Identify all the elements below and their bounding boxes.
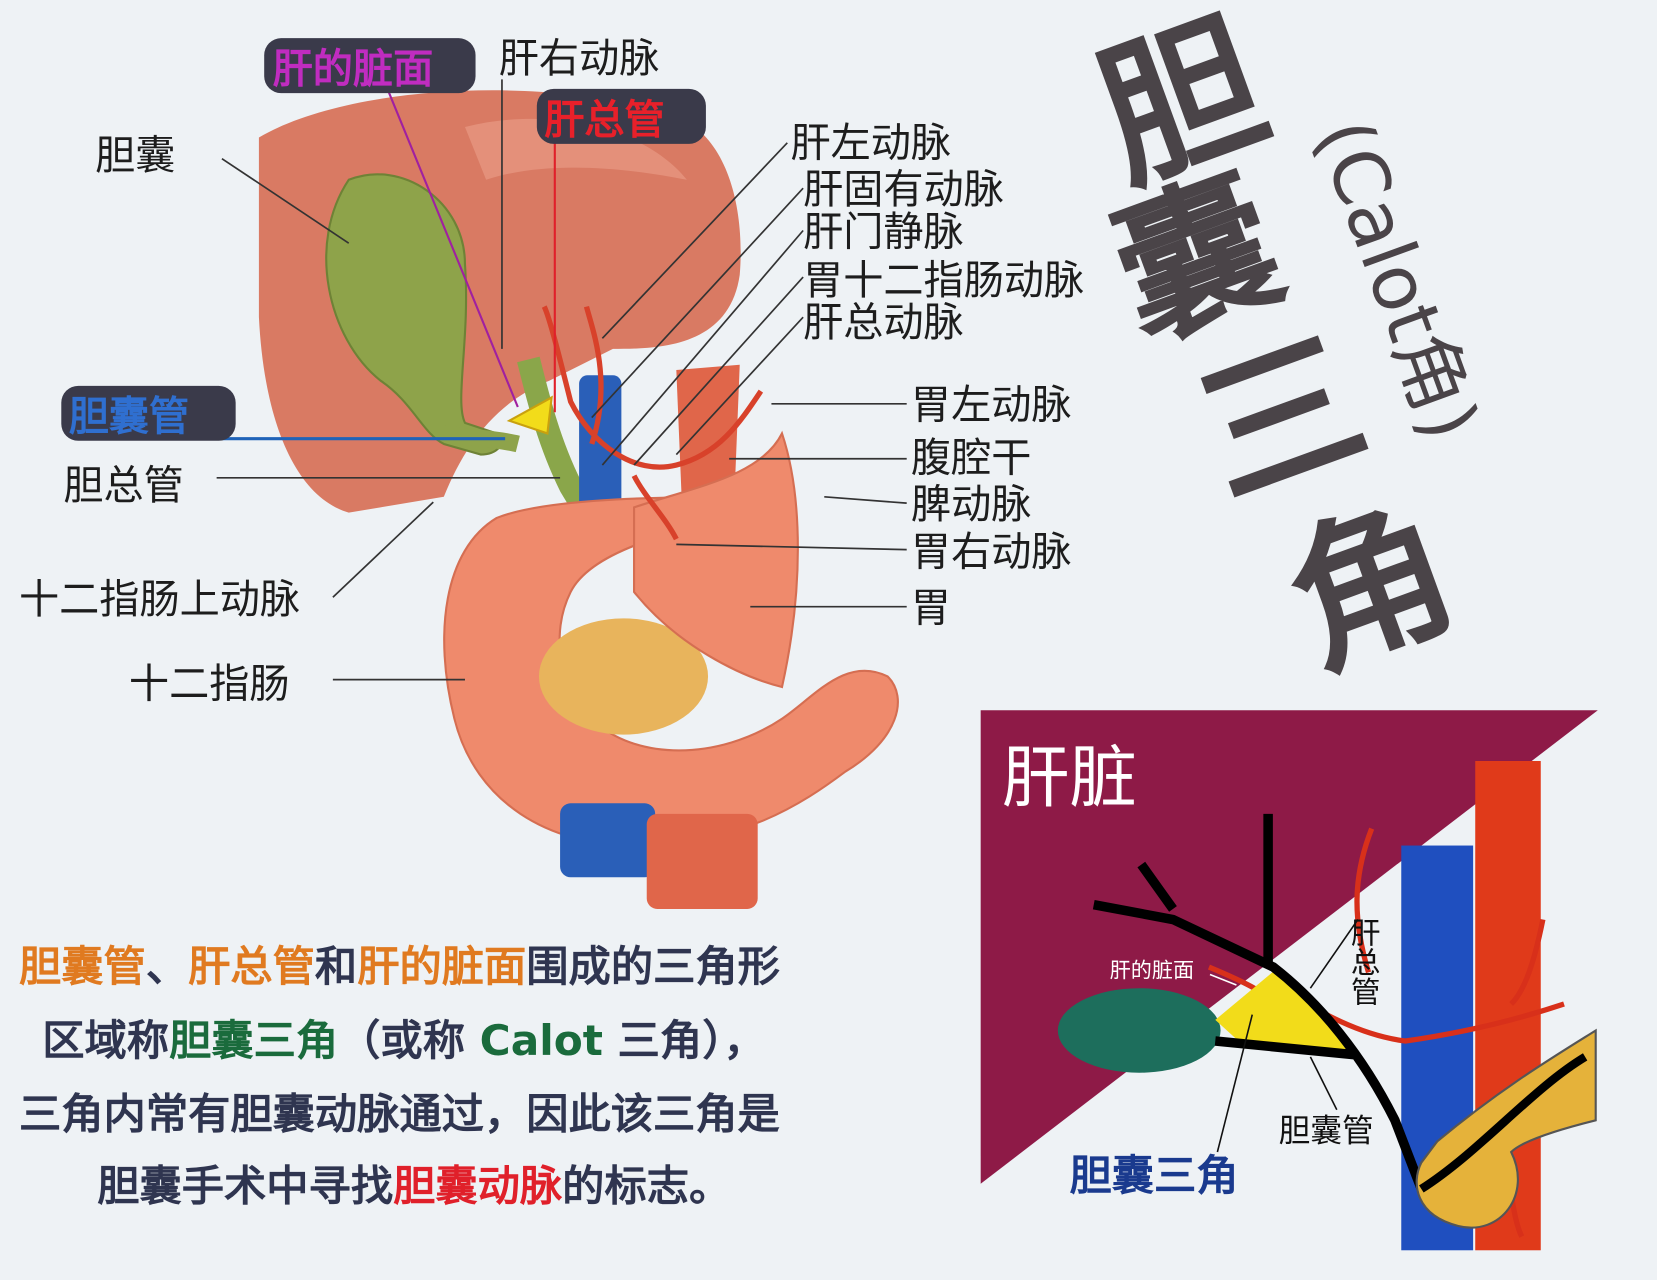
- label-visceral-surface-bg: [264, 38, 476, 94]
- description-paragraph: 胆囊管、肝总管和肝的脏面围成的三角形 区域称胆囊三角（或称 Calot 三角），…: [19, 942, 780, 1211]
- stomach: [632, 430, 799, 689]
- label-celiac-trunk: 腹腔干: [911, 435, 1031, 481]
- paragraph-line-3: 三角内常有胆囊动脉通过，因此该三角是: [19, 1090, 780, 1139]
- title: 胆 囊 三 角 (Calot角): [1076, 0, 1497, 702]
- label-stomach: 胃: [911, 586, 951, 632]
- inset-arrow-calot-triangle: [1216, 1014, 1254, 1153]
- inset-label-common-hepatic-duct: 肝总管: [1346, 917, 1380, 1006]
- label-duodenum: 十二指肠: [129, 662, 290, 708]
- hepatic-arteries: [541, 305, 764, 541]
- inset-bile-ducts: [1092, 813, 1426, 1191]
- label-common-hepatic-duct-bg: [536, 88, 706, 144]
- paragraph-line-1: 胆囊管、肝总管和肝的脏面围成的三角形: [19, 942, 780, 991]
- inset-arrow-visceral-surface: [1209, 973, 1237, 986]
- label-left-hepatic-artery: 肝左动脉: [790, 121, 951, 167]
- ivc: [560, 803, 656, 878]
- paragraph-line-4: 胆囊手术中寻找胆囊动脉的标志。: [97, 1162, 731, 1211]
- paragraph-line-2: 区域称胆囊三角（或称 Calot 三角），: [42, 1016, 765, 1065]
- label-right-hepatic-artery: 肝右动脉: [499, 36, 660, 82]
- label-proper-hepatic-artery: 肝固有动脉: [803, 167, 1004, 213]
- label-liver-visceral-surface: 肝的脏面: [273, 47, 434, 93]
- aorta-upper: [676, 364, 740, 497]
- inset-schematic: 肝脏 肝的脏面 肝总管 胆囊管 胆囊三角: [980, 710, 1598, 1251]
- label-cystic-duct: 胆囊管: [69, 394, 189, 440]
- label-supraduodenal-artery: 十二指肠上动脉: [19, 577, 300, 623]
- inset-label-cystic-duct: 胆囊管: [1279, 1113, 1374, 1149]
- leader-lines: [216, 79, 907, 681]
- inset-arrow-cystic-duct: [1309, 1056, 1338, 1111]
- label-gastroduodenal-artery: 胃十二指肠动脉: [803, 258, 1084, 304]
- label-common-hepatic-artery: 肝总动脉: [803, 300, 964, 346]
- label-splenic-artery: 脾动脉: [911, 482, 1031, 528]
- label-common-bile-duct: 胆总管: [63, 463, 183, 509]
- calot-triangle-marker: [506, 395, 553, 435]
- inset-common-bile-duct: [1419, 1053, 1588, 1193]
- inset-arrow-common-hepatic-duct: [1309, 919, 1359, 989]
- label-left-gastric-artery: 胃左动脉: [911, 383, 1072, 429]
- common-bile-duct: [517, 356, 597, 519]
- label-common-hepatic-duct: 肝总管: [544, 97, 664, 143]
- inset-gallbladder: [1057, 988, 1221, 1073]
- liver-highlight: [464, 118, 687, 180]
- inset-calot-triangle: [1215, 967, 1353, 1053]
- label-hepatic-portal-vein: 肝门静脉: [803, 209, 964, 255]
- label-right-gastric-artery: 胃右动脉: [911, 529, 1072, 575]
- aorta-lower: [646, 813, 758, 909]
- anatomy-illustration: [258, 90, 899, 909]
- inset-label-visceral-surface: 肝的脏面: [1110, 958, 1195, 983]
- inset-label-liver: 肝脏: [1002, 738, 1137, 817]
- inset-label-calot-triangle: 胆囊三角: [1069, 1151, 1238, 1200]
- label-gallbladder: 胆囊: [95, 133, 175, 179]
- label-cystic-duct-bg: [61, 385, 236, 441]
- pancreas-head: [538, 618, 709, 735]
